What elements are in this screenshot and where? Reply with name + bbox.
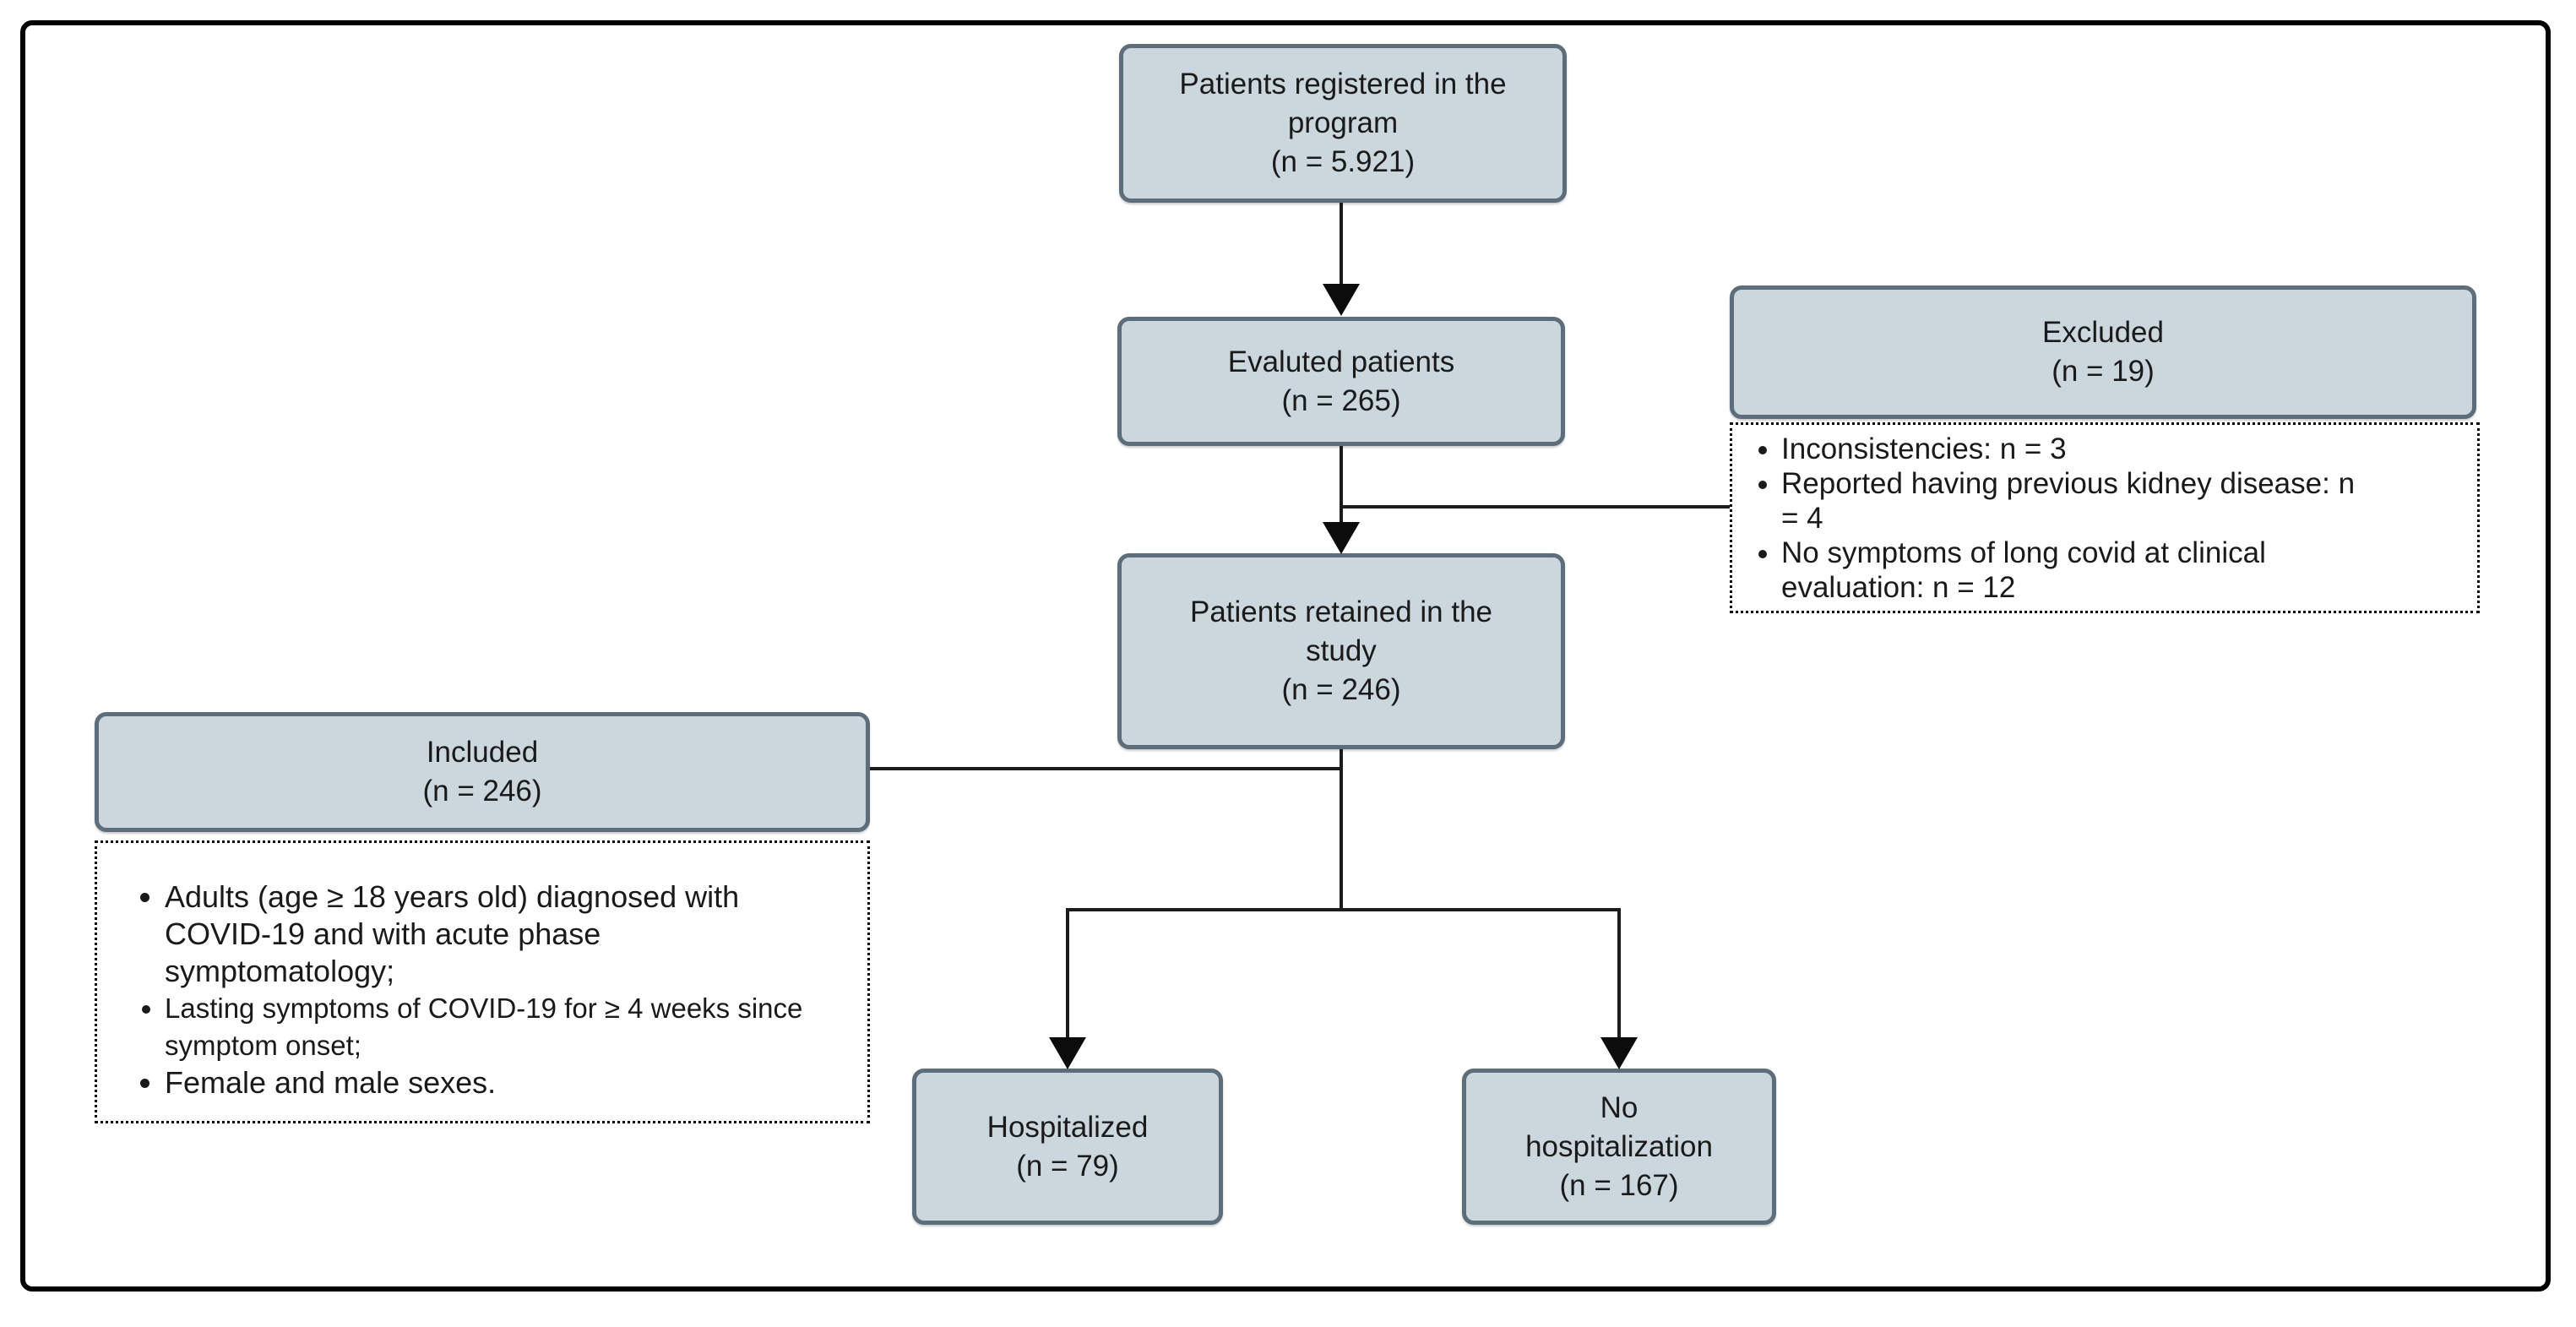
connector-to-included: [870, 767, 1340, 770]
excluded-criteria-box: Inconsistencies: n = 3 Reported having p…: [1730, 422, 2480, 613]
included-criteria-item: Female and male sexes.: [165, 1064, 854, 1101]
node-patients-retained: Patients retained in the study (n = 246): [1117, 553, 1565, 749]
connector-evaluated-to-retained: [1340, 446, 1343, 522]
node-evaluated-patients: Evaluted patients (n = 265): [1117, 317, 1565, 446]
included-criteria-list: Adults (age ≥ 18 years old) diagnosed wi…: [111, 878, 854, 1101]
connector-to-excluded: [1340, 505, 1730, 509]
node-included: Included (n = 246): [95, 712, 870, 832]
connector-registered-to-evaluated: [1340, 203, 1343, 284]
arrowhead-down-icon: [1323, 284, 1360, 316]
node-excluded: Excluded (n = 19): [1730, 286, 2476, 419]
included-criteria-item: Adults (age ≥ 18 years old) diagnosed wi…: [165, 878, 854, 990]
connector-split-bar: [1066, 908, 1621, 911]
connector-retained-to-split: [1340, 749, 1343, 910]
connector-split-to-hospitalized: [1066, 908, 1069, 1037]
arrowhead-down-icon: [1600, 1037, 1638, 1069]
excluded-criteria-item: Reported having previous kidney disease:…: [1781, 466, 2464, 536]
node-no-hospitalization: No hospitalization (n = 167): [1462, 1069, 1776, 1225]
diagram-border: [20, 20, 2551, 1292]
arrowhead-down-icon: [1049, 1037, 1086, 1069]
included-criteria-box: Adults (age ≥ 18 years old) diagnosed wi…: [95, 840, 870, 1123]
excluded-criteria-item: No symptoms of long covid at clinical ev…: [1781, 536, 2464, 605]
excluded-criteria-list: Inconsistencies: n = 3 Reported having p…: [1741, 432, 2464, 605]
node-hospitalized: Hospitalized (n = 79): [912, 1069, 1223, 1225]
excluded-criteria-item: Inconsistencies: n = 3: [1781, 432, 2464, 466]
included-criteria-item: Lasting symptoms of COVID-19 for ≥ 4 wee…: [165, 990, 854, 1064]
node-patients-registered: Patients registered in the program (n = …: [1119, 44, 1567, 203]
connector-split-to-no-hospitalization: [1617, 908, 1621, 1037]
arrowhead-down-icon: [1323, 522, 1360, 554]
